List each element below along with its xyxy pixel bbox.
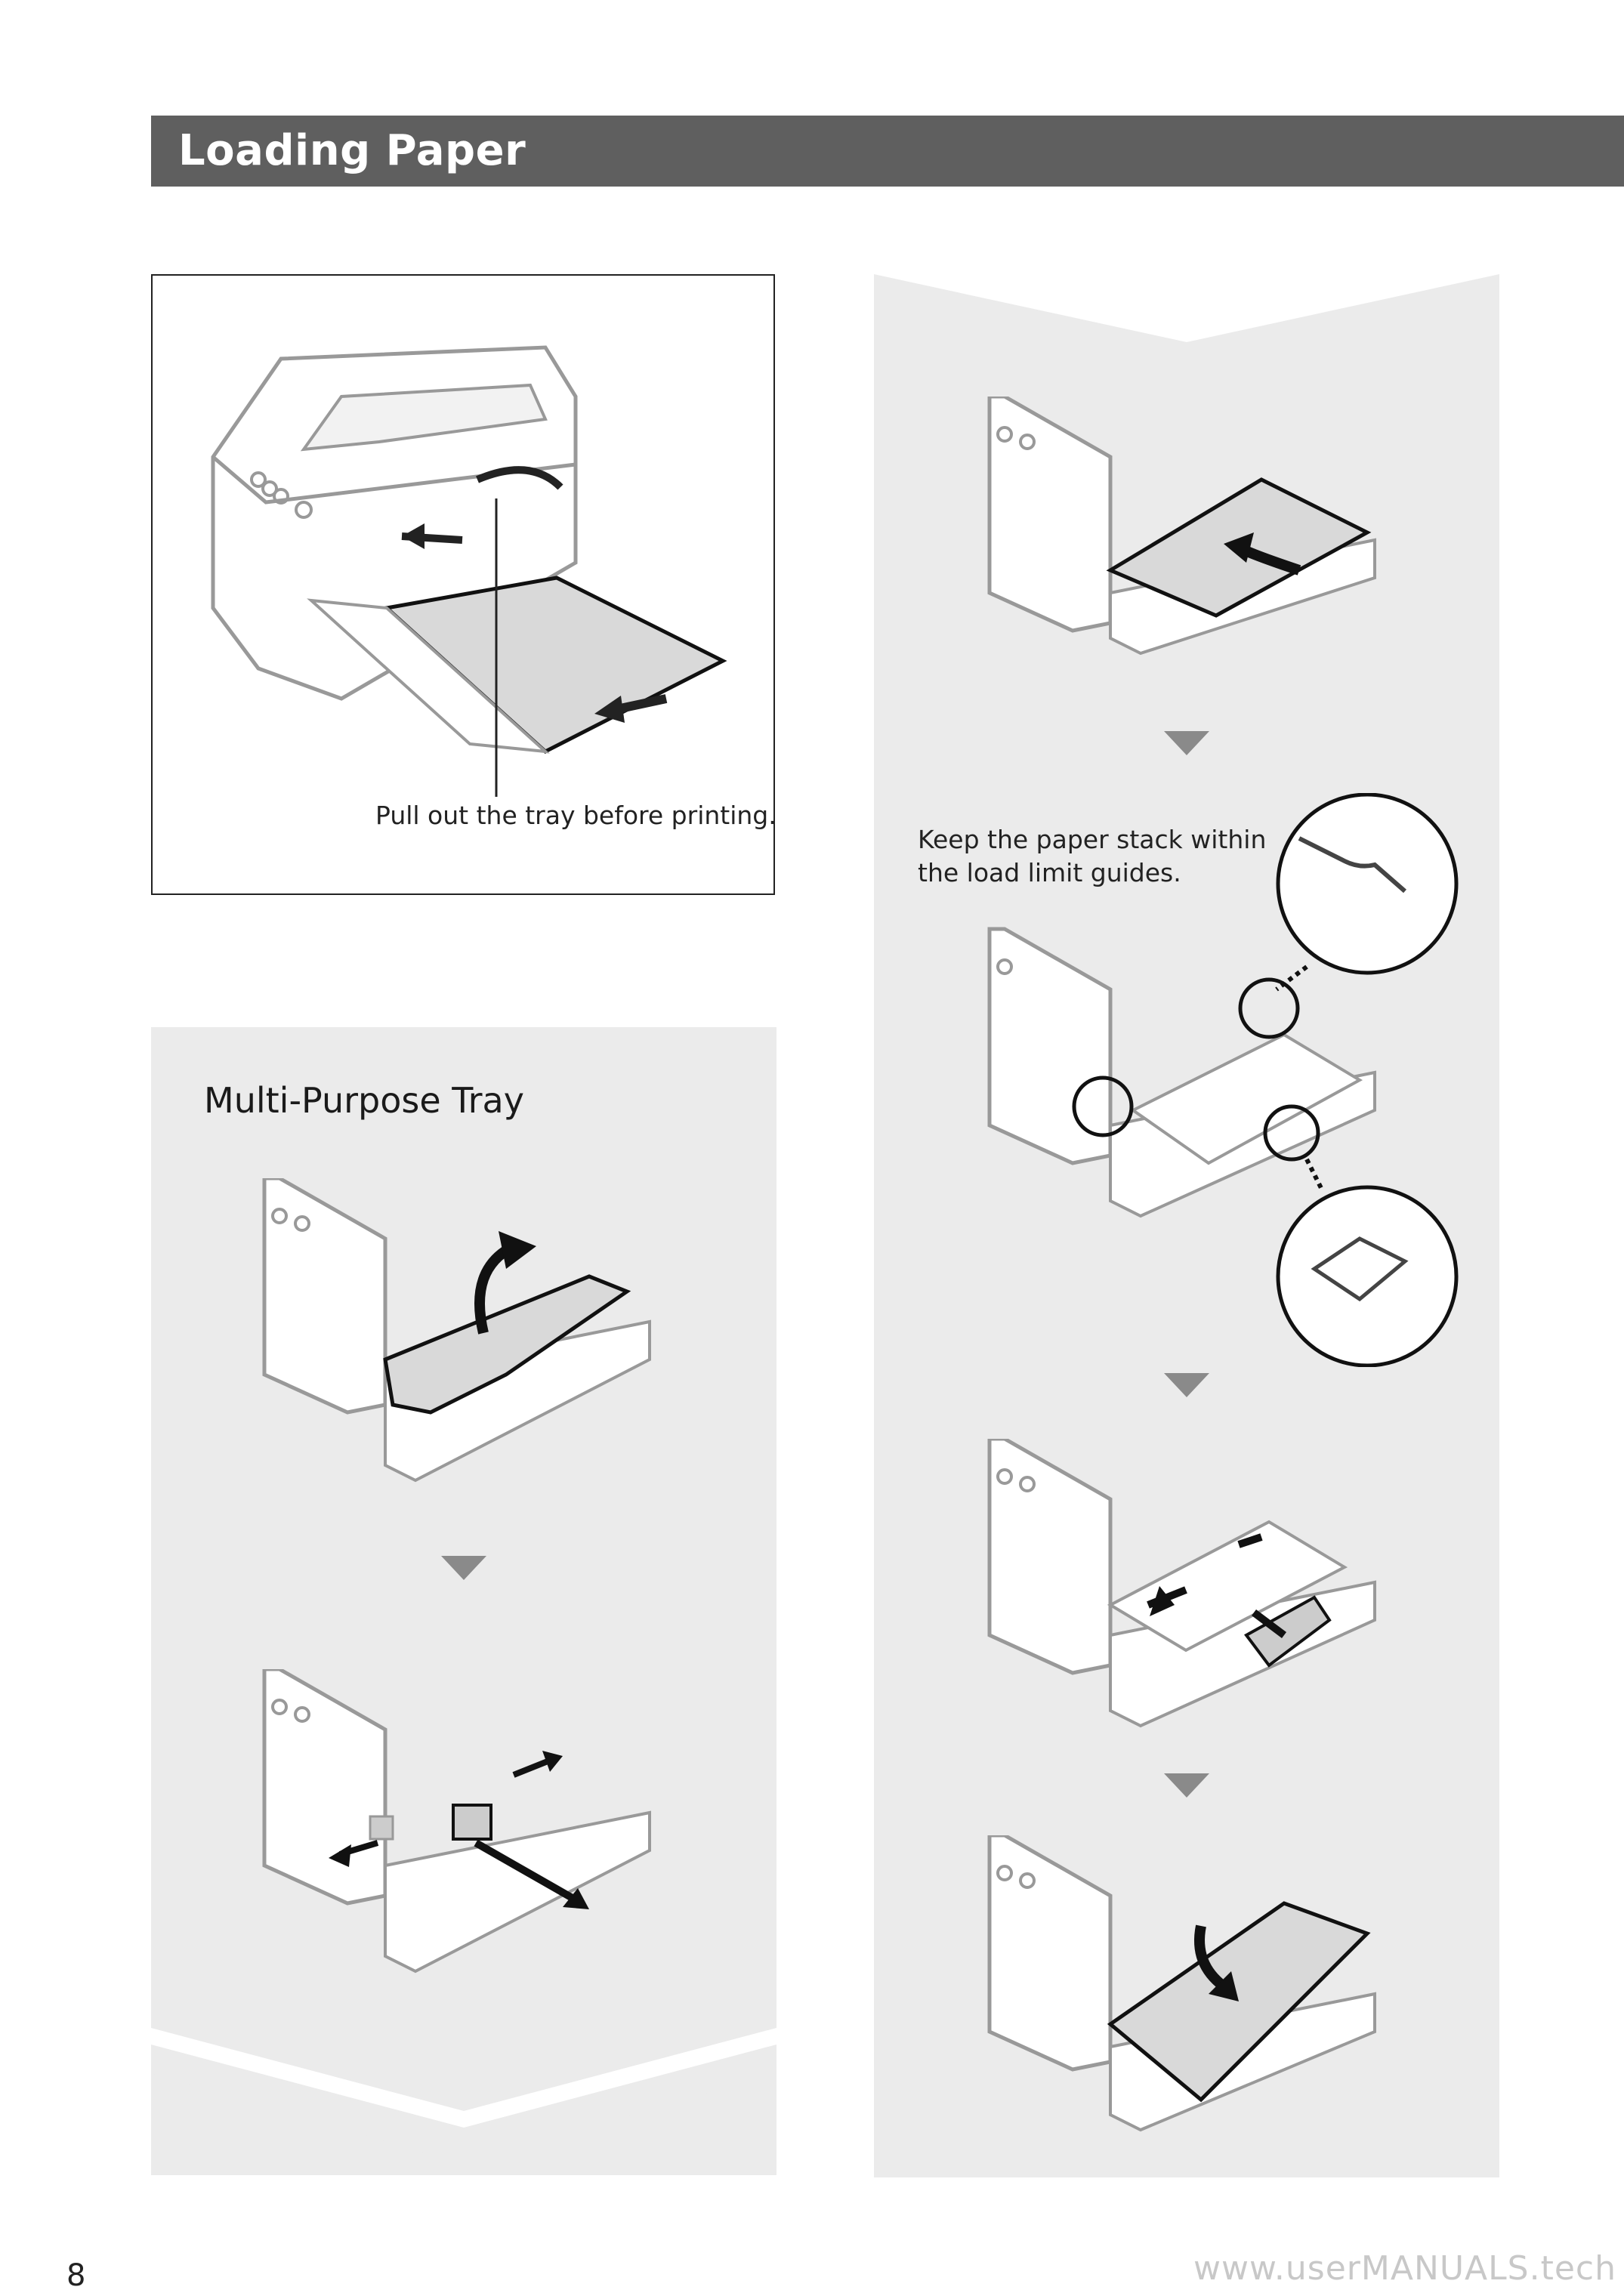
load-limit-note-line2: the load limit guides. [918, 858, 1181, 887]
right-panel-background [874, 274, 1499, 2177]
page-number: 8 [66, 2258, 86, 2293]
step-down-arrow-icon [441, 1556, 486, 1580]
step-down-arrow-icon [1164, 1373, 1209, 1397]
watermark: www.userMANUALS.tech [1193, 2249, 1616, 2288]
adjust-guides-illustration [987, 1439, 1376, 1728]
load-limit-guides-illustration [987, 793, 1459, 1367]
tray-figure-box: Pull out the tray before printing. [151, 274, 776, 895]
multi-purpose-title: Multi-Purpose Tray [204, 1080, 524, 1121]
load-limit-note-line1: Keep the paper stack within [918, 825, 1267, 854]
open-cover-illustration [262, 1178, 651, 1483]
printer-tray-illustration [211, 345, 727, 797]
step-down-arrow-icon [1164, 731, 1209, 755]
load-paper-illustration [987, 397, 1376, 656]
slide-guides-illustration [262, 1669, 651, 1974]
page-title: Loading Paper [178, 126, 526, 175]
step-down-arrow-icon [1164, 1773, 1209, 1798]
close-cover-illustration [987, 1835, 1376, 2132]
tray-caption: Pull out the tray before printing. [375, 801, 776, 830]
panel-bottom-chevron [151, 1945, 776, 2164]
section-header-bar: Loading Paper [151, 116, 1624, 187]
